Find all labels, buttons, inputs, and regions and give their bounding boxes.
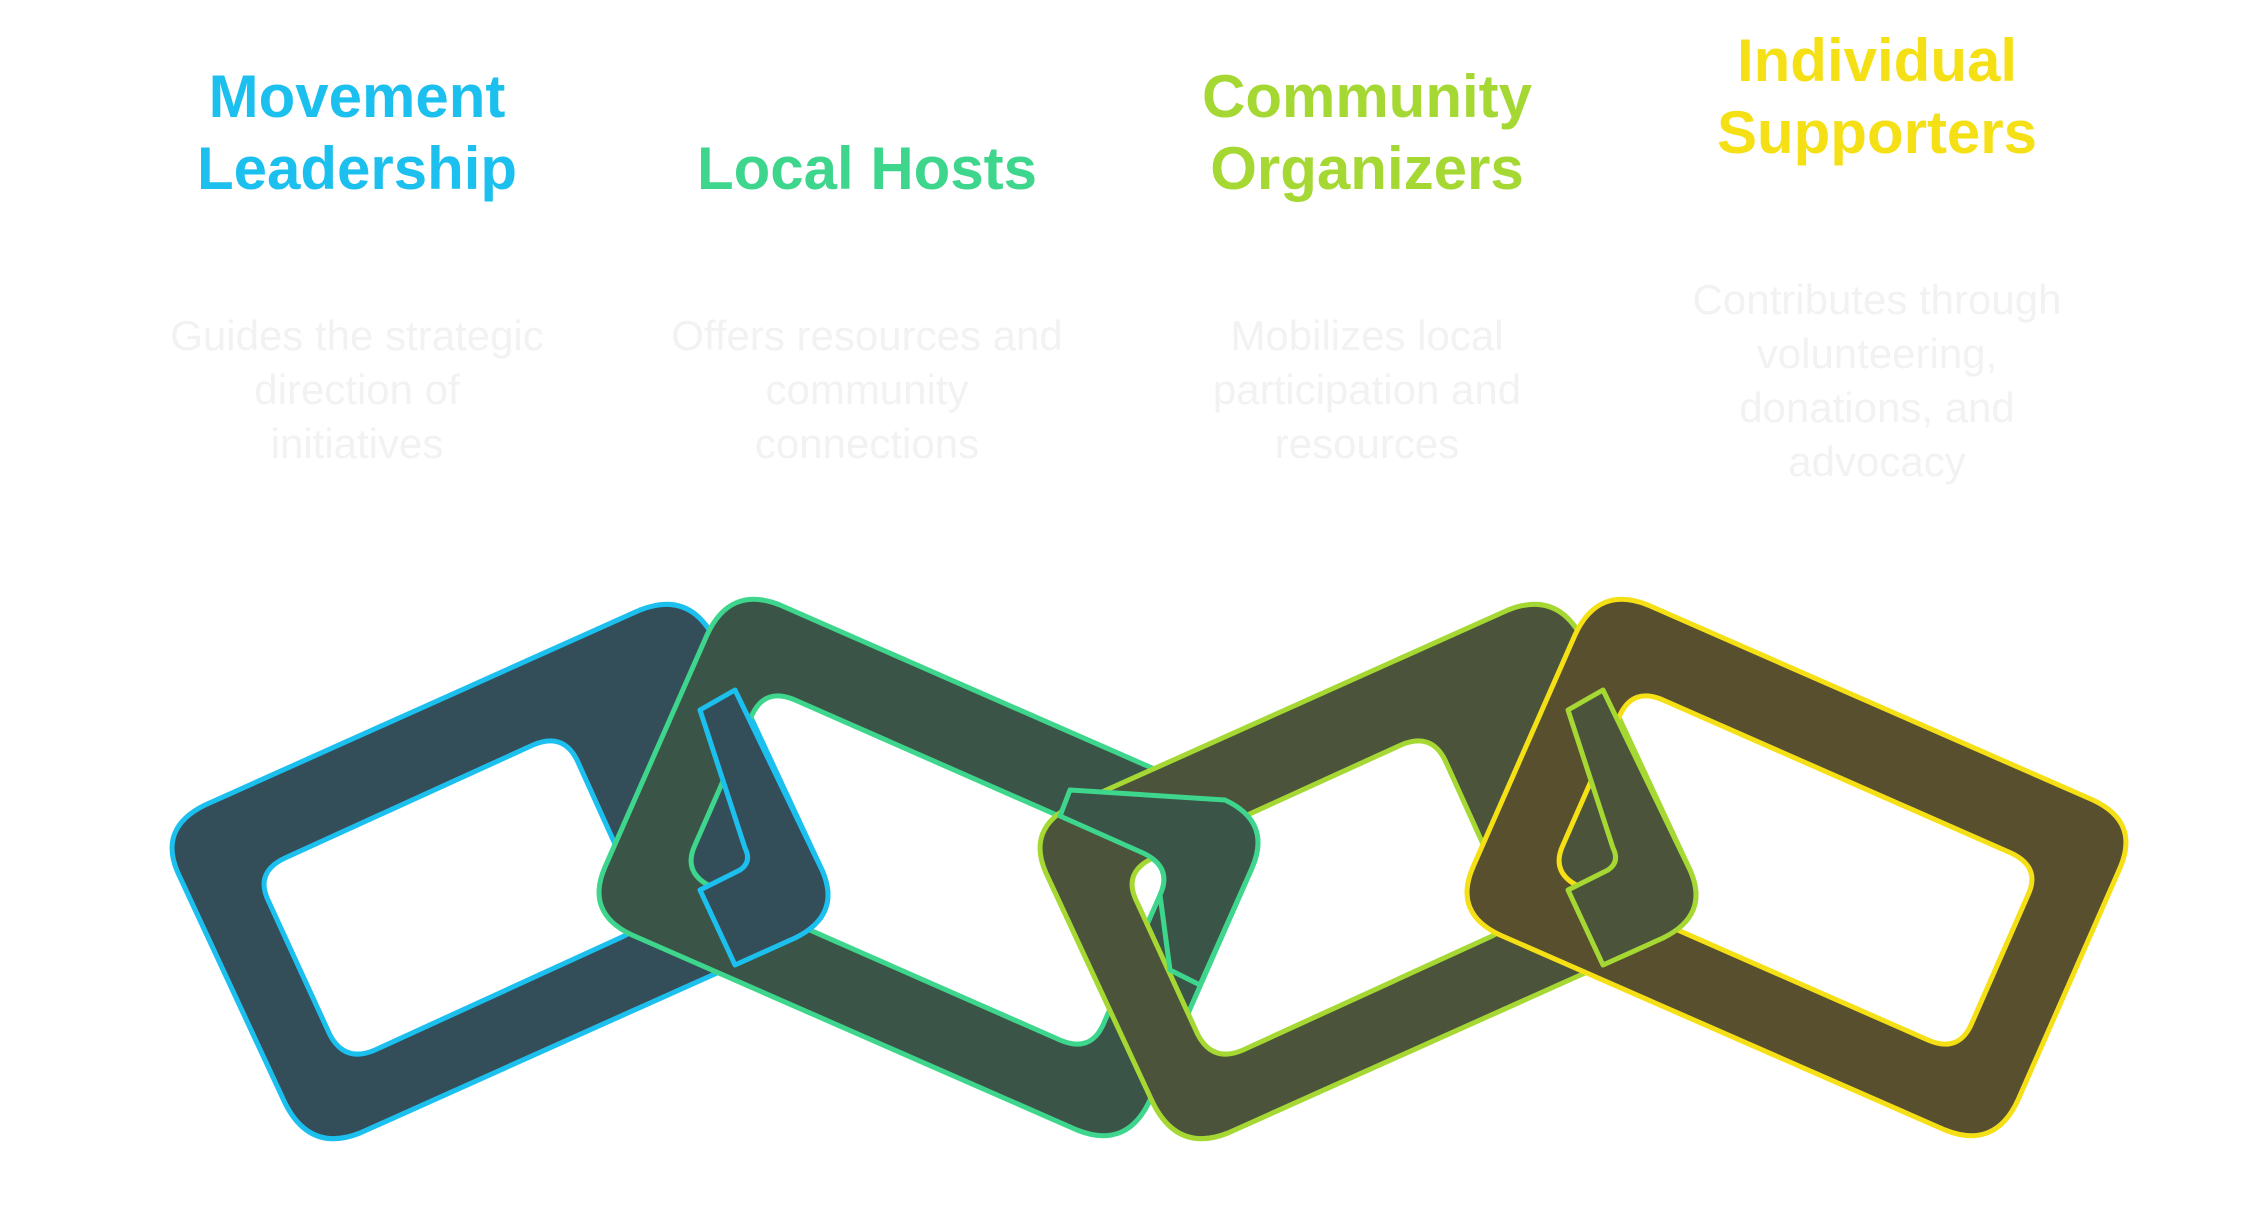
stage-description: Mobilizes local participation and resour… <box>1212 312 1522 467</box>
chain-weave-overlaps <box>697 687 1699 988</box>
stage-title: Local Hosts <box>696 135 1038 202</box>
stage-description: Contributes through volunteering, donati… <box>1692 276 2062 485</box>
stage-title: Movement Leadership <box>196 63 518 202</box>
stage-title: Individual Supporters <box>1716 27 2038 166</box>
stage-individual-supporters: Individual Supporters Contributes throug… <box>1667 0 2087 489</box>
stage-movement-leadership: Movement Leadership Guides the strategic… <box>137 0 577 471</box>
stage-title: Community Organizers <box>1202 63 1532 202</box>
chain-link-individual-supporters <box>1464 596 2129 1139</box>
stage-community-organizers: Community Organizers Mobilizes local par… <box>1167 0 1567 471</box>
stage-description: Guides the strategic direction of initia… <box>170 312 544 467</box>
stage-description: Offers resources and community connectio… <box>671 312 1063 467</box>
stage-local-hosts: Local Hosts Offers resources and communi… <box>647 0 1087 471</box>
